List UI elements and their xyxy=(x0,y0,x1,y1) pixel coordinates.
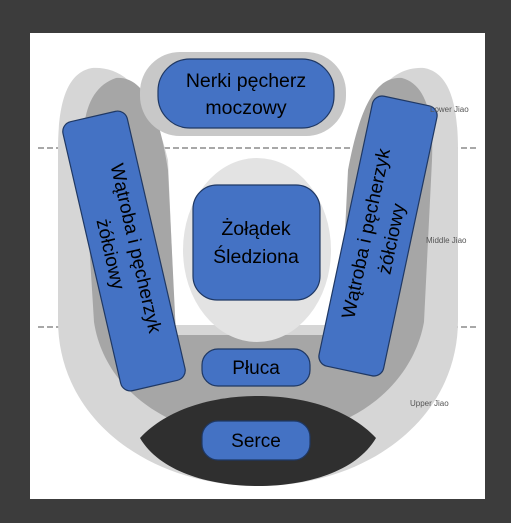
kidney-line1: Nerki pęcherz xyxy=(186,70,306,92)
kidney-bladder-box: Nerki pęcherz moczowy xyxy=(157,58,335,129)
liver-gallbladder-right-box: Wątroba i pęcherzyk żółciowy xyxy=(318,95,438,377)
stomach-line1: Żołądek xyxy=(221,217,291,240)
heart-label: Serce xyxy=(231,431,281,452)
stomach-spleen-box: Żołądek Śledziona xyxy=(192,184,321,301)
heart-box: Serce xyxy=(201,420,311,461)
liver-gallbladder-left-box: Wątroba i pęcherzyk żółciowy xyxy=(62,110,186,392)
lungs-box: Płuca xyxy=(201,348,311,387)
lower-jiao-label: Lower Jiao xyxy=(430,105,469,114)
stomach-line2: Śledziona xyxy=(213,244,299,268)
middle-jiao-label: Middle Jiao xyxy=(426,236,467,245)
lungs-label: Płuca xyxy=(232,358,280,379)
kidney-line2: moczowy xyxy=(205,97,287,119)
upper-jiao-label: Upper Jiao xyxy=(410,399,449,408)
